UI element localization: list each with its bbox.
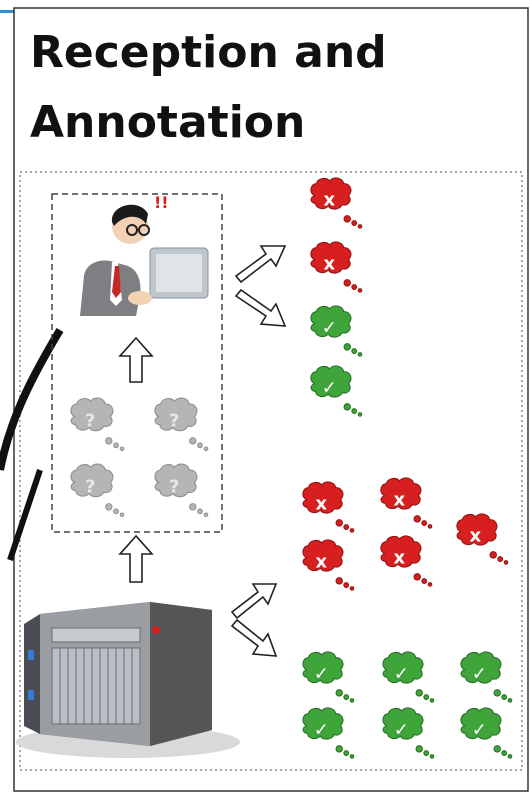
reject-bubble-icon-5-glyph: x <box>469 525 481 546</box>
up-arrow-icon <box>120 338 152 382</box>
reject-bubble-icon-6: x <box>303 540 354 590</box>
outline-arrow-icon-server-down <box>232 620 276 656</box>
unknown-bubble-icon-2-glyph: ? <box>169 411 179 432</box>
server-rack-icon <box>16 602 240 758</box>
accept-bubble-icon-6: ✓ <box>303 708 354 758</box>
unknown-bubble-icon-4-glyph: ? <box>169 477 179 498</box>
accept-bubble-icon-4: ✓ <box>383 652 434 702</box>
unknown-bubble-icon-1: ? <box>71 398 124 451</box>
reject-bubble-icon-1: x <box>311 178 362 228</box>
reject-bubble-icon-2: x <box>311 242 362 292</box>
outline-arrow-icon-up <box>236 246 285 282</box>
reject-bubble-icon-1-glyph: x <box>323 189 335 210</box>
reject-bubble-icon-5: x <box>457 514 508 564</box>
accept-bubble-icon-3: ✓ <box>303 652 354 702</box>
reject-bubble-icon-6-glyph: x <box>315 551 327 572</box>
unknown-bubble-icon-1-glyph: ? <box>85 411 95 432</box>
reject-bubble-icon-3-glyph: x <box>315 493 327 514</box>
reject-bubble-icon-2-glyph: x <box>323 253 335 274</box>
accept-bubble-icon-3-glyph: ✓ <box>314 663 329 684</box>
up-arrow-icon-2 <box>120 536 152 582</box>
accept-bubble-icon-5-glyph: ✓ <box>472 663 487 684</box>
accept-bubble-icon-4-glyph: ✓ <box>394 663 409 684</box>
accept-bubble-icon-2-glyph: ✓ <box>322 377 337 398</box>
unknown-bubble-icon-3: ? <box>71 464 124 517</box>
accept-bubble-icon-7: ✓ <box>383 708 434 758</box>
accept-bubble-icon-5: ✓ <box>461 652 512 702</box>
accept-bubble-icon-6-glyph: ✓ <box>314 719 329 740</box>
outline-arrow-icon-down <box>236 290 285 326</box>
reject-bubble-icon-7-glyph: x <box>393 547 405 568</box>
outline-arrow-icon-server-up <box>232 584 276 618</box>
background-swoop <box>0 330 60 470</box>
unknown-bubble-icon-3-glyph: ? <box>85 477 95 498</box>
accept-bubble-icon-1: ✓ <box>311 306 362 356</box>
unknown-bubble-icon-4: ? <box>155 464 208 517</box>
accept-bubble-icon-2: ✓ <box>311 366 362 416</box>
accept-bubble-icon-8-glyph: ✓ <box>472 719 487 740</box>
reject-bubble-icon-4: x <box>381 478 432 528</box>
accept-bubble-icon-8: ✓ <box>461 708 512 758</box>
accept-bubble-icon-1-glyph: ✓ <box>322 317 337 338</box>
reject-bubble-icon-3: x <box>303 482 354 532</box>
accent-bar <box>0 10 14 13</box>
unknown-bubble-icon-2: ? <box>155 398 208 451</box>
reject-bubble-icon-7: x <box>381 536 432 586</box>
accept-bubble-icon-7-glyph: ✓ <box>394 719 409 740</box>
reject-bubble-icon-4-glyph: x <box>393 489 405 510</box>
svg-text:!!: !! <box>154 193 169 212</box>
person-at-computer-icon: !! <box>80 193 208 316</box>
